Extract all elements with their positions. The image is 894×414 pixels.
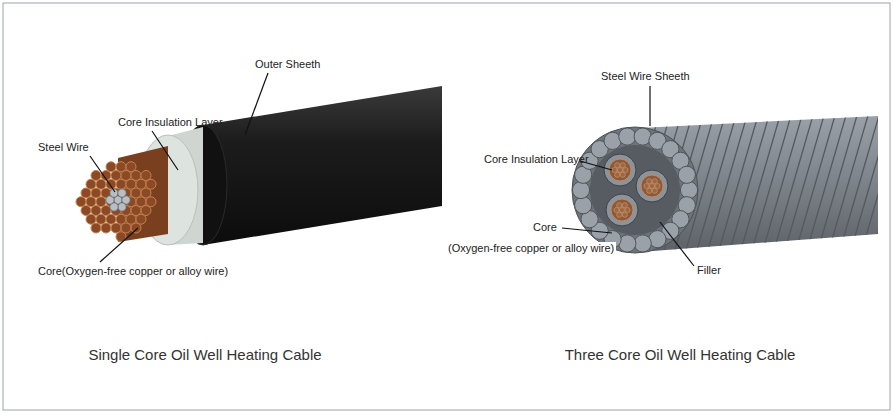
copper-strand xyxy=(131,223,141,233)
part-label: Steel Wire xyxy=(38,141,89,154)
core-copper xyxy=(641,175,663,197)
steel-wire xyxy=(106,189,130,211)
leader-line xyxy=(245,73,268,135)
helix-line xyxy=(829,112,869,250)
part-label: Outer Sheeth xyxy=(255,58,320,71)
copper-strand xyxy=(91,223,101,233)
helix-line xyxy=(862,112,894,250)
core-strand xyxy=(655,183,660,188)
helix-line xyxy=(840,112,880,250)
core-strand xyxy=(647,188,652,193)
steel-wire xyxy=(634,235,651,252)
figure-caption: Three Core Oil Well Heating Cable xyxy=(565,346,796,364)
part-label: Core Insulation Layer xyxy=(118,116,223,129)
part-label: Core xyxy=(533,221,557,234)
core-strand xyxy=(615,172,620,177)
helix-line xyxy=(774,112,814,250)
core-insulation xyxy=(606,194,638,226)
core-strand xyxy=(617,212,622,217)
core xyxy=(604,154,636,186)
part-label: Filler xyxy=(697,264,721,277)
leader-line xyxy=(90,156,115,192)
part-label: (Oxygen-free copper or alloy wire) xyxy=(446,242,616,255)
steel-wire-ring xyxy=(572,128,697,252)
copper-strand xyxy=(101,223,111,233)
helix-line xyxy=(741,112,781,250)
helix-line xyxy=(752,112,792,250)
core-strand xyxy=(612,167,617,172)
leader-line xyxy=(562,228,612,233)
part-label: Core(Oxygen-free copper or alloy wire) xyxy=(38,265,228,278)
figure-caption: Single Core Oil Well Heating Cable xyxy=(88,346,321,364)
steel-wire xyxy=(575,197,592,214)
helix-line xyxy=(785,112,825,250)
helix-line xyxy=(719,112,759,250)
copper-strands xyxy=(76,162,156,242)
core-strand xyxy=(652,188,657,193)
helix-line xyxy=(851,112,891,250)
core xyxy=(606,194,638,226)
helix-line xyxy=(873,112,894,250)
filler xyxy=(590,145,680,235)
leader-line xyxy=(660,222,694,266)
helix-line xyxy=(697,112,737,250)
cores xyxy=(604,154,668,226)
helix-line xyxy=(763,112,803,250)
core-copper xyxy=(611,199,633,221)
leader-line xyxy=(100,228,138,262)
core-strand xyxy=(644,183,649,188)
helix-line xyxy=(708,112,748,250)
core-strand xyxy=(647,179,652,184)
steel-strand xyxy=(118,203,126,211)
part-label: Core Insulation Layer xyxy=(484,153,589,166)
helix-line xyxy=(807,112,847,250)
core-strand xyxy=(652,179,657,184)
core-strand xyxy=(649,183,654,188)
single-core-cable xyxy=(76,86,442,245)
core-strand xyxy=(619,207,624,212)
outer-sheath xyxy=(203,86,442,245)
helix-line xyxy=(884,112,894,250)
three-core-cable xyxy=(572,112,894,253)
core-insulation xyxy=(636,170,668,202)
leader-line xyxy=(649,86,650,126)
frame xyxy=(3,3,890,410)
core-strand xyxy=(615,163,620,168)
steel-strand xyxy=(118,189,126,197)
steel-wire xyxy=(619,128,636,145)
core-strand xyxy=(617,203,622,208)
core-strand xyxy=(620,172,625,177)
helix-line xyxy=(730,112,770,250)
copper-body xyxy=(118,146,168,242)
core-strand xyxy=(614,207,619,212)
part-label: Steel Wire Sheeth xyxy=(601,70,690,83)
core-insulation xyxy=(604,154,636,186)
leader-line xyxy=(152,131,178,170)
steel-wire xyxy=(678,166,695,183)
core-strand xyxy=(617,167,622,172)
sheath-end xyxy=(572,127,698,253)
steel-wire xyxy=(572,181,589,198)
core-strand xyxy=(622,203,627,208)
core-copper xyxy=(609,159,631,181)
helix-line xyxy=(818,112,858,250)
helix-line xyxy=(796,112,836,250)
leader-lines xyxy=(90,73,694,266)
core-strand xyxy=(620,163,625,168)
core-strand xyxy=(622,212,627,217)
core xyxy=(636,170,668,202)
steel-wire xyxy=(680,181,697,198)
core-strand xyxy=(623,167,628,172)
core-strand xyxy=(625,207,630,212)
